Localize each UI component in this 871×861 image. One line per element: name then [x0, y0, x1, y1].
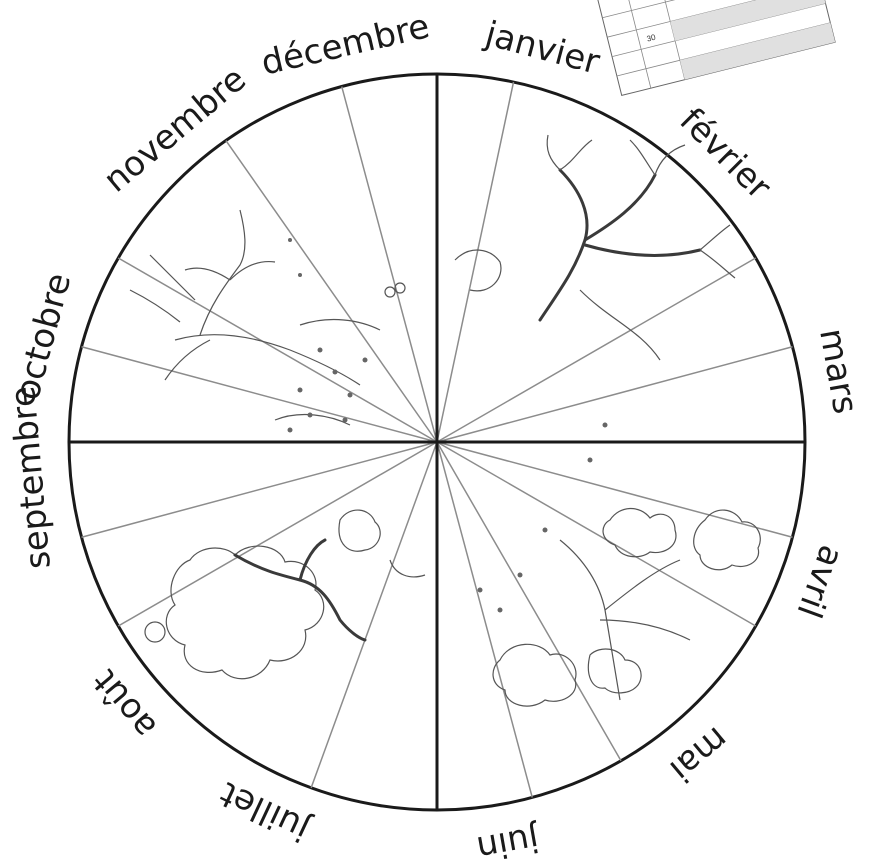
autumn-tree-illustration [130, 210, 405, 425]
month-label-septembre: septembre [3, 384, 59, 570]
month-label-avril: avril [788, 540, 851, 623]
month-label-mars: mars [811, 326, 865, 417]
corner-calendar-table: 30 [598, 0, 836, 95]
month-spoke [437, 82, 514, 442]
month-spoke [311, 442, 437, 788]
month-spoke [342, 87, 437, 442]
month-label-decembre: décembre [258, 6, 434, 83]
month-label-fevrier: février [672, 100, 779, 207]
month-label-mai: mai [662, 718, 736, 789]
winter-tree-illustration [455, 135, 735, 360]
month-label-janvier: janvier [480, 14, 604, 83]
month-spoke [118, 442, 437, 626]
scattered-leaf-marks [288, 238, 608, 613]
month-label-novembre: novembre [96, 59, 254, 200]
month-spoke [437, 442, 621, 761]
month-spoke [437, 442, 792, 537]
month-label-octobre: octobre [7, 269, 79, 404]
month-spoke [118, 258, 437, 442]
month-spoke [82, 442, 437, 537]
month-label-juin: juin [474, 818, 543, 861]
month-spoke [437, 347, 792, 442]
month-spoke [437, 442, 756, 626]
month-spoke [437, 442, 532, 797]
summer-tree-illustration [145, 510, 425, 679]
month-spoke [82, 347, 437, 442]
month-spoke [226, 141, 437, 442]
month-spoke [437, 258, 756, 442]
